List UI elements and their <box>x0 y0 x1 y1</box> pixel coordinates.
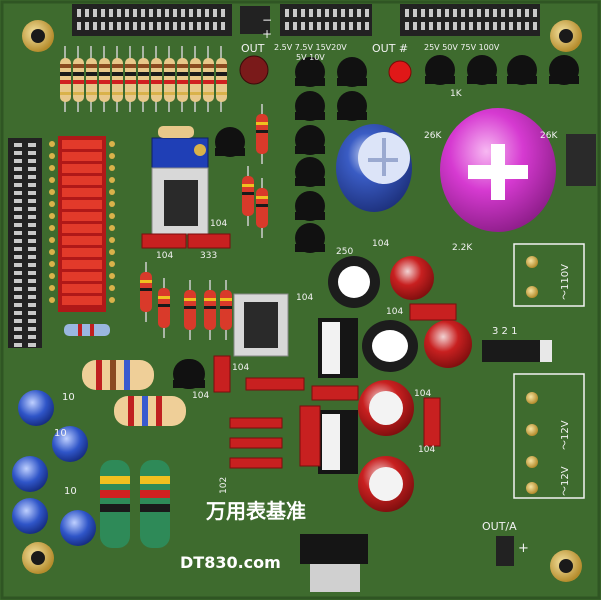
cap-electrolytic-black-a <box>328 256 380 308</box>
resistor-large-a <box>82 360 154 390</box>
board-site: DT830.com <box>180 553 281 572</box>
regulator-upper <box>318 318 358 378</box>
header-top-right <box>400 4 540 36</box>
power-resistor-b <box>140 460 170 548</box>
label-ac-12v-a: ～12V <box>560 420 571 450</box>
cap-electrolytic-red-c <box>358 380 414 436</box>
label-voltages-right: 25V 50V 75V 100V <box>424 43 500 52</box>
film-capacitors <box>141 233 457 469</box>
label-cap-104-c: 104 <box>372 239 389 249</box>
resistor-top-small <box>158 126 194 138</box>
label-cap-104-i: 104 <box>418 445 435 455</box>
label-ac-12v-b: ～12V <box>560 466 571 496</box>
label-out-hash: OUT # <box>372 42 408 55</box>
label-cap-333: 333 <box>200 251 217 261</box>
connector-right-top <box>566 134 596 186</box>
terminal-pads <box>526 256 538 494</box>
trimmer-potentiometer <box>151 137 209 169</box>
header-pins <box>77 9 537 30</box>
cap-electrolytic-magenta <box>440 108 556 232</box>
resistor-large-b <box>114 396 186 426</box>
header-top-middle <box>280 4 372 36</box>
label-res-1k: 1K <box>450 89 463 99</box>
ic-dip8-upper <box>151 167 209 235</box>
label-res-2k2: 2.2K <box>452 243 473 253</box>
label-r102: 102 <box>219 477 229 494</box>
cap-electrolytic-small-top <box>239 55 269 85</box>
board-title: 万用表基准 <box>205 499 306 523</box>
label-out-top: OUT <box>241 42 265 55</box>
cap-electrolytic-black-b <box>362 320 418 372</box>
label-plus-top: + <box>262 27 272 41</box>
label-cap-104-g: 104 <box>192 391 209 401</box>
terminal-110v <box>513 243 585 307</box>
label-cap-104-b: 104 <box>210 219 227 229</box>
cap-electrolytic-red-a <box>390 256 434 300</box>
out-a-connector <box>496 536 514 566</box>
regulator-bottom <box>300 534 368 592</box>
header-out-switch <box>240 6 270 34</box>
led-red <box>388 60 412 84</box>
header-left-pins <box>14 143 36 347</box>
resistor-row <box>60 46 227 112</box>
power-resistor-a <box>100 460 130 548</box>
disc-capacitors <box>12 390 96 546</box>
label-plus-bottom: + <box>518 541 529 556</box>
label-cap-104-h: 104 <box>414 389 431 399</box>
label-r10-a: 10 <box>62 392 75 403</box>
resistor-network <box>49 136 115 312</box>
label-res-26k-b: 26K <box>540 131 558 141</box>
label-voltages-left: 2.5V 7.5V 15V20V <box>274 43 347 52</box>
resistors-vertical <box>64 104 268 340</box>
label-ac-110v: ～110V <box>560 264 571 300</box>
bridge-rectifier <box>482 340 552 362</box>
label-r10-b: 10 <box>54 428 67 439</box>
header-top-left <box>72 4 232 36</box>
label-minus-top: − <box>262 13 272 27</box>
label-cap-104-f: 104 <box>232 363 249 373</box>
cap-electrolytic-red-b <box>424 320 472 368</box>
ic-dip8-lower <box>233 293 289 357</box>
regulator-lower <box>318 410 358 474</box>
label-res-250: 250 <box>336 247 353 257</box>
mounting-holes <box>22 20 582 582</box>
terminal-12v <box>513 373 585 499</box>
cap-electrolytic-blue <box>336 124 412 212</box>
cap-electrolytic-red-d <box>358 456 414 512</box>
label-res-26k: 26K <box>424 131 442 141</box>
label-pin-321: 3 2 1 <box>492 326 517 337</box>
label-cap-104-a: 104 <box>156 251 173 261</box>
label-cap-104-d: 104 <box>296 293 313 303</box>
label-r10-c: 10 <box>64 486 77 497</box>
transistor-group <box>173 55 579 389</box>
label-cap-104-e: 104 <box>386 307 403 317</box>
header-left <box>8 138 42 348</box>
label-out-a: OUT/A <box>482 520 517 533</box>
label-voltages-left-sub: 5V 10V <box>296 53 325 62</box>
